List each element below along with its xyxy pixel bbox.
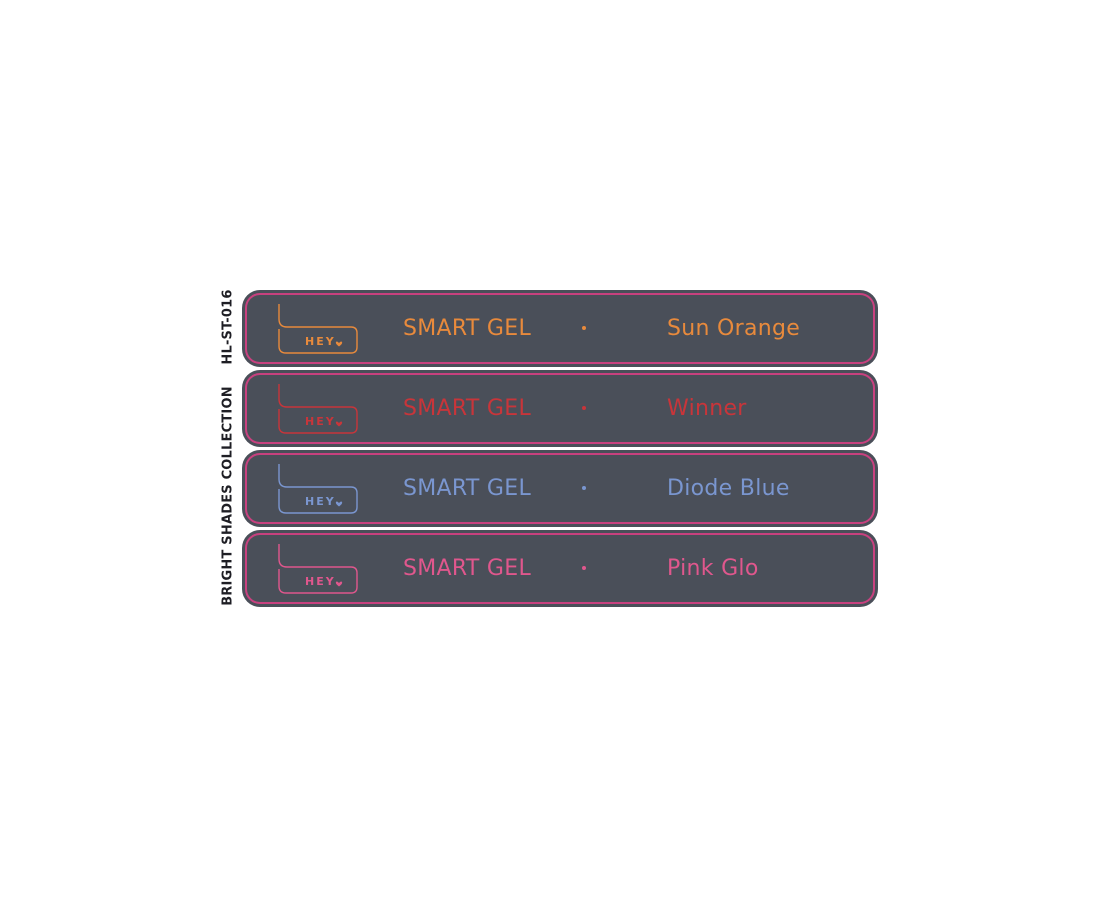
hey-speech-bubble-logo-icon: HEY (278, 384, 358, 434)
sticker-strip: HEY SMART GEL Winner (242, 370, 878, 447)
shade-name: Winner (667, 396, 747, 421)
strip-border (245, 373, 875, 444)
logo-text: HEY (305, 415, 336, 428)
strip-border (245, 533, 875, 604)
separator-dot (582, 486, 586, 490)
separator-dot (582, 406, 586, 410)
product-name: SMART GEL (403, 476, 532, 501)
separator-dot (582, 326, 586, 330)
product-name: SMART GEL (403, 556, 532, 581)
sku-label: HL-ST-016 (220, 289, 236, 365)
logo-text: HEY (305, 335, 336, 348)
heart-icon (335, 421, 343, 427)
heart-icon (335, 341, 343, 347)
shade-name: Pink Glo (667, 556, 759, 581)
collection-label: BRIGHT SHADES COLLECTION (220, 386, 236, 606)
product-name: SMART GEL (403, 316, 532, 341)
sticker-strip: HEY SMART GEL Diode Blue (242, 450, 878, 527)
logo-text: HEY (305, 575, 336, 588)
shade-name: Sun Orange (667, 316, 801, 341)
hey-speech-bubble-logo-icon: HEY (278, 544, 358, 594)
shade-name: Diode Blue (667, 476, 790, 501)
strip-border (245, 453, 875, 524)
strip-border (245, 293, 875, 364)
sticker-strip: HEY SMART GEL Pink Glo (242, 530, 878, 607)
product-name: SMART GEL (403, 396, 532, 421)
sticker-strip: HEY SMART GEL Sun Orange (242, 290, 878, 367)
separator-dot (582, 566, 586, 570)
heart-icon (335, 501, 343, 507)
logo-text: HEY (305, 495, 336, 508)
hey-speech-bubble-logo-icon: HEY (278, 464, 358, 514)
hey-speech-bubble-logo-icon: HEY (278, 304, 358, 354)
heart-icon (335, 581, 343, 587)
